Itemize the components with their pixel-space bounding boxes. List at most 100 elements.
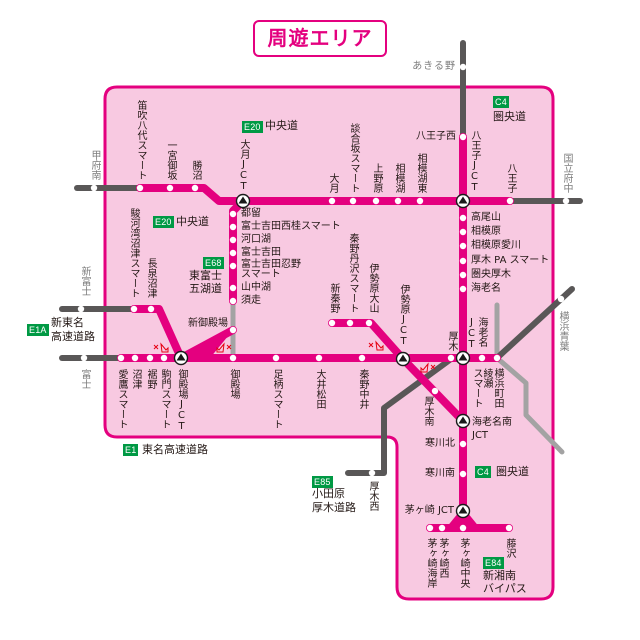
ic-label: 新御殿場 <box>188 318 228 329</box>
direction-restriction-icon <box>216 342 232 353</box>
ic-label: 八王子 <box>505 163 516 193</box>
route-name-tomei: 東名高速道路 <box>142 443 208 456</box>
interchange-dot <box>328 197 336 205</box>
interchange-dot <box>416 197 424 205</box>
route-badge-ken-o: C4 <box>493 96 509 108</box>
interchange-dot <box>459 242 467 250</box>
interchange-dot <box>438 524 446 532</box>
jct-label: 御殿場JCT <box>176 369 187 432</box>
interchange-dot <box>136 184 144 192</box>
ic-label: 茅ヶ崎中央 <box>458 538 469 588</box>
interchange-dot <box>346 319 354 327</box>
ic-label: 厚木南 <box>422 396 433 426</box>
interchange-dot <box>562 197 570 205</box>
outside-ic-label: あきる野 <box>412 61 456 72</box>
interchange-dot <box>272 354 280 362</box>
jct-triangle-icon <box>173 350 189 366</box>
ic-label: 相模湖東 <box>415 153 426 193</box>
interchange-dot <box>166 184 174 192</box>
route-badge-shin-shonan: E84 <box>483 557 504 569</box>
interchange-dot <box>229 210 237 218</box>
jct-triangle-icon <box>235 193 251 209</box>
ic-label: 厚木西 <box>367 481 378 511</box>
interchange-dot <box>358 354 366 362</box>
route-name-odawara-atsugi: 小田原 厚木道路 <box>312 487 356 514</box>
interchange-dot <box>77 305 85 313</box>
ic-label: 厚木 <box>446 331 457 351</box>
interchange-dot <box>229 297 237 305</box>
direction-restriction-icon <box>420 362 436 373</box>
jct-triangle-icon <box>455 503 471 519</box>
route-badge-chuo: E20 <box>242 121 263 133</box>
route-line-hodogaya-bypass <box>494 302 565 455</box>
ic-label: 沼津 <box>130 369 141 389</box>
interchange-dot <box>130 305 138 313</box>
interchange-dot <box>459 271 467 279</box>
ic-label: 都留 <box>241 208 261 219</box>
outside-ic-label: 国立府中 <box>561 153 572 193</box>
route-badge-shin-tomei: E1A <box>27 324 49 336</box>
ic-label: 勝沼 <box>190 160 201 180</box>
ic-label: 愛鷹スマート <box>116 369 127 429</box>
interchange-dot <box>426 524 434 532</box>
interchange-dot <box>459 133 467 141</box>
route-name-higashi-fuji-goko: 東富士 五湖道 <box>189 269 222 295</box>
interchange-dot <box>493 354 501 362</box>
interchange-dot <box>372 197 380 205</box>
outside-ic-label: 新富士 <box>79 266 90 296</box>
page-title: 周遊エリア <box>253 20 387 57</box>
interchange-dot <box>557 295 565 303</box>
route-badge-chuo: E20 <box>153 216 174 228</box>
route-name-ken-o: 圏央道 <box>496 465 529 478</box>
route-name-shin-shonan: 新湘南 バイパス <box>483 569 527 595</box>
route-badge-higashi-fuji-goko: E68 <box>203 257 224 269</box>
ic-label: 駿河湾沼津スマート <box>128 208 139 298</box>
interchange-dot <box>459 285 467 293</box>
ic-label: 圏央厚木 <box>471 269 511 280</box>
ic-label: 大井松田 <box>314 369 325 409</box>
ic-label: 大月 <box>327 173 338 193</box>
outside-ic-label: 甲府南 <box>89 150 100 180</box>
interchange-dot <box>229 284 237 292</box>
ic-label: 相模原愛川 <box>471 240 521 251</box>
outside-ic-label: 富士 <box>79 369 90 389</box>
ic-label: 茅ヶ崎海岸 <box>425 538 436 588</box>
jct-label: 海老名 JCT <box>466 317 487 350</box>
ic-label: 須走 <box>241 295 261 306</box>
route-name-shin-tomei: 新東名 高速道路 <box>51 316 95 343</box>
interchange-dot <box>229 236 237 244</box>
interchange-dot <box>229 326 237 334</box>
ic-label: 駒門スマート <box>159 369 170 429</box>
jct-label: 海老名南 JCT <box>472 417 512 441</box>
route-name-chuo: 中央道 <box>176 215 209 228</box>
ic-label: 富士吉田忍野 スマート <box>241 259 301 280</box>
interchange-dot <box>431 387 439 395</box>
ic-label: 伊勢原大山 <box>367 263 378 313</box>
interchange-dot <box>459 524 467 532</box>
interchange-dot <box>459 470 467 478</box>
interchange-dot <box>478 354 486 362</box>
jct-triangle-icon <box>455 413 471 429</box>
interchange-dot <box>505 524 513 532</box>
ic-label: 河口湖 <box>241 234 271 245</box>
ic-label: 高尾山 <box>471 212 501 223</box>
route-badge-ken-o: C4 <box>475 466 491 478</box>
ic-label: 秦野丹沢スマート <box>347 233 358 313</box>
ic-label: 横浜町田 <box>492 368 503 408</box>
touring-area-region <box>103 85 555 601</box>
route-badge-odawara-atsugi: E85 <box>312 476 333 488</box>
ic-label: 足柄スマート <box>271 369 282 429</box>
direction-restriction-icon <box>153 342 169 353</box>
interchange-dot <box>459 214 467 222</box>
ic-label: 富士吉田 <box>241 247 281 258</box>
route-name-ken-o: 圏央道 <box>493 110 526 123</box>
interchange-dot <box>447 354 455 362</box>
interchange-dot <box>117 354 125 362</box>
route-name-chuo: 中央道 <box>265 119 298 132</box>
route-line-shin-tomei-west <box>130 305 185 362</box>
interchange-dot <box>315 354 323 362</box>
interchange-dot <box>229 354 237 362</box>
ic-label: 富士吉田西桂スマート <box>241 221 341 232</box>
